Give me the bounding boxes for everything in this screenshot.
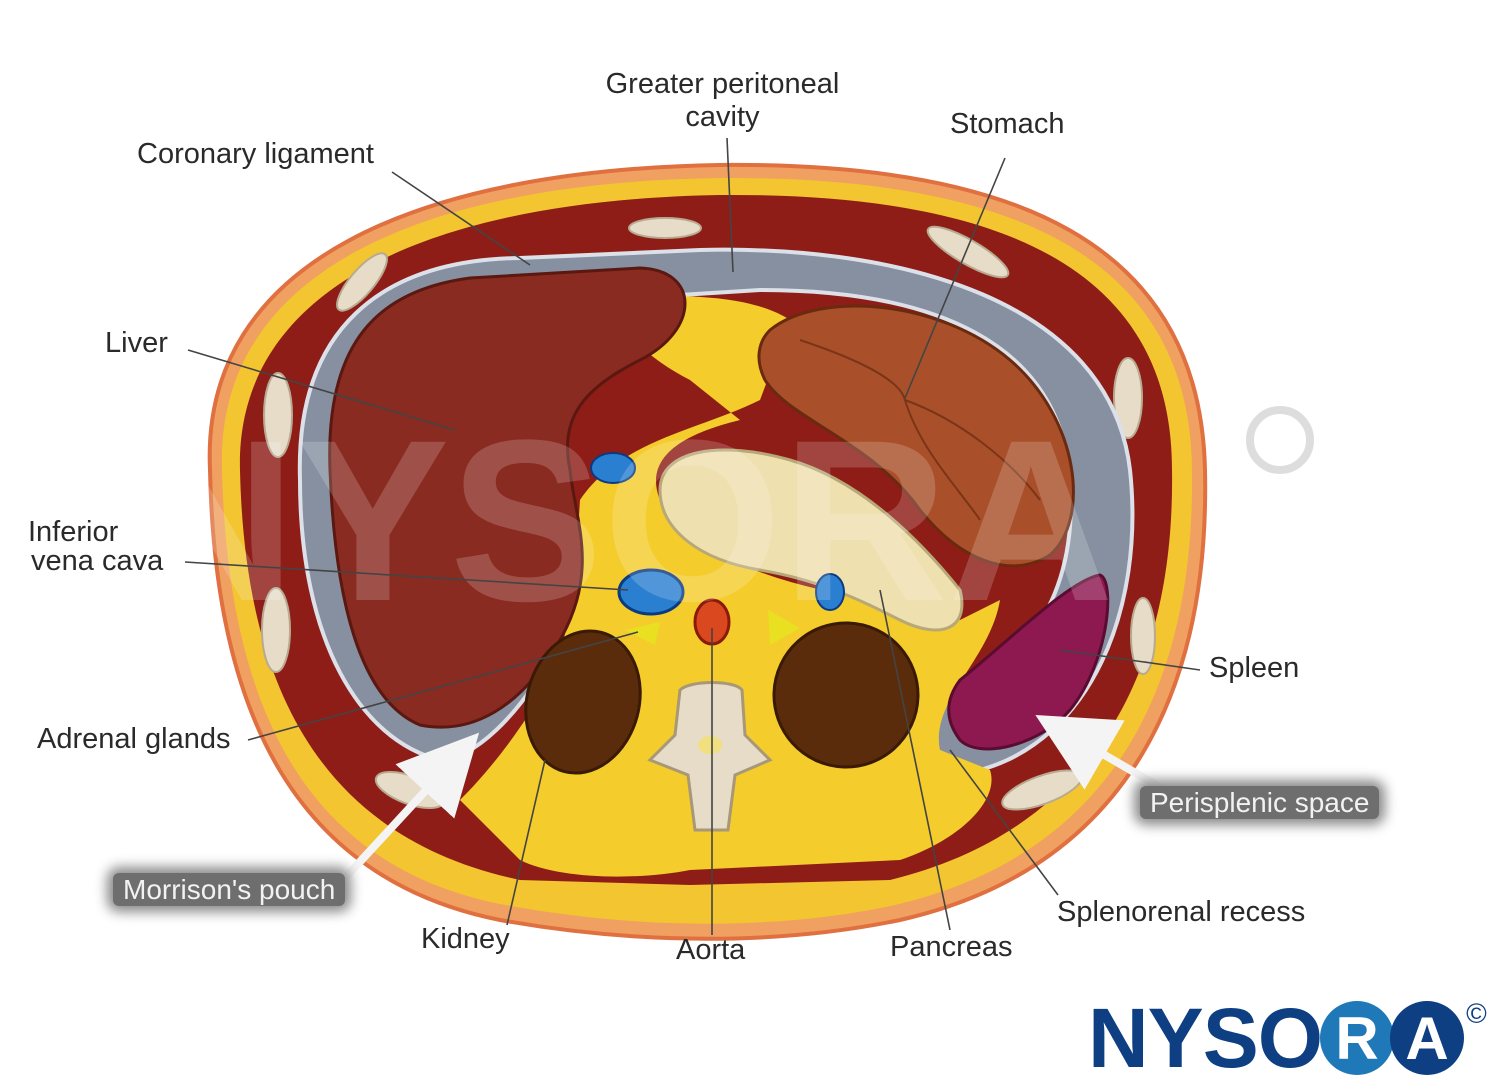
logo-copyright: © bbox=[1466, 998, 1487, 1029]
pancreas bbox=[658, 448, 964, 632]
leader-kidney bbox=[506, 759, 546, 926]
logo-a-circle: A bbox=[1390, 1001, 1465, 1075]
leader-splenorenal-recess bbox=[949, 749, 1059, 896]
label-line-1: Greater peritoneal bbox=[605, 68, 840, 100]
label-pancreas: Pancreas bbox=[890, 931, 1013, 963]
label-morrisons-pouch: Morrison's pouch bbox=[113, 873, 346, 906]
label-line-2: vena cava bbox=[31, 545, 164, 577]
right-kidney bbox=[524, 629, 642, 775]
nysora-logo: NYSO R A © bbox=[1088, 991, 1487, 1080]
spleen bbox=[947, 573, 1110, 751]
stomach bbox=[757, 304, 1075, 568]
splenic-vein bbox=[815, 573, 845, 611]
label-spleen: Spleen bbox=[1209, 652, 1300, 684]
logo-text: NYSO bbox=[1088, 991, 1323, 1080]
leader-adrenal-glands bbox=[247, 631, 639, 741]
adrenal-gland-left bbox=[768, 610, 800, 645]
inferior-vena-cava bbox=[617, 568, 685, 616]
vertebra bbox=[647, 681, 773, 832]
leader-coronary-ligament bbox=[391, 171, 531, 266]
leader-liver bbox=[187, 349, 456, 431]
ribs bbox=[261, 217, 1156, 811]
watermark: NYSORA bbox=[130, 392, 1114, 649]
label-aorta: Aorta bbox=[676, 934, 746, 966]
logo-r-circle: R bbox=[1320, 1001, 1395, 1075]
label-inferior-vena-cava: Inferior vena cava bbox=[28, 518, 163, 576]
adrenal-gland-right bbox=[625, 622, 660, 645]
label-stomach: Stomach bbox=[950, 108, 1065, 140]
label-liver: Liver bbox=[105, 327, 168, 359]
watermark-copyright bbox=[1246, 406, 1314, 474]
leader-spleen bbox=[1059, 649, 1201, 671]
label-line-2: cavity bbox=[685, 101, 760, 133]
arrow-perisplenic-space bbox=[1035, 714, 1168, 794]
leader-inferior-vena-cava bbox=[184, 561, 629, 591]
leader-stomach bbox=[904, 157, 1006, 399]
leader-pancreas bbox=[879, 589, 951, 931]
spinal-cord bbox=[698, 736, 722, 754]
label-adrenal-glands: Adrenal glands bbox=[37, 723, 231, 755]
leader-greater-peritoneal-cavity bbox=[726, 137, 734, 273]
label-greater-peritoneal-cavity: Greater peritoneal cavity bbox=[590, 68, 855, 134]
label-splenorenal-recess: Splenorenal recess bbox=[1057, 896, 1306, 928]
stomach-rugae bbox=[799, 339, 1041, 521]
arrow-morrisons-pouch bbox=[342, 732, 480, 881]
label-perisplenic-space: Perisplenic space bbox=[1140, 786, 1380, 819]
portal-vein bbox=[590, 452, 636, 484]
label-line-1: Inferior bbox=[28, 516, 119, 548]
label-coronary-ligament: Coronary ligament bbox=[137, 138, 374, 170]
liver bbox=[328, 266, 687, 729]
left-kidney bbox=[772, 621, 920, 769]
label-kidney: Kidney bbox=[421, 923, 510, 955]
